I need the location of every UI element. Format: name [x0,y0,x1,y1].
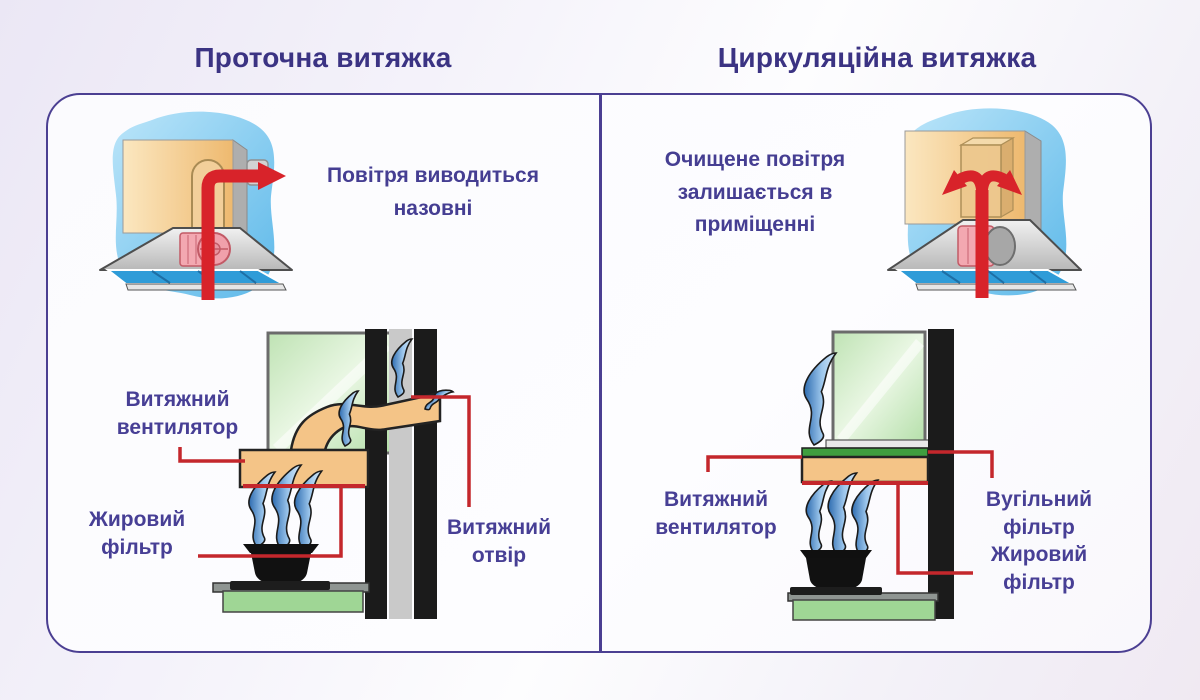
hood-body [800,447,930,484]
callout-lines [706,450,994,575]
exhaust-duct [289,391,442,452]
right-airflow-caption: Очищене повітря залишається в приміщенні [664,148,846,237]
cooking-pot [790,550,882,595]
label-carbon-filter: Вугільний фільтр [985,488,1093,539]
airflow-recirculate-arrow [942,170,1022,298]
wall-section [928,329,954,619]
cooking-pot [230,544,330,590]
left-airflow-caption: Повітря виводиться назовні [327,164,539,220]
ducted-hood-illustration [99,111,293,300]
grease-filter-panel [105,269,287,285]
carbon-callout-line [928,450,994,478]
ducted-kitchen-diagram [178,329,471,619]
callout-lines [178,395,471,558]
right-panel-title: Циркуляційна витяжка [717,42,1037,73]
grease-callout-line [198,488,343,558]
panel-divider [599,95,602,653]
label-exhaust-fan-right: Витяжний вентилятор [655,488,777,539]
label-grease-filter-left: Жировий фільтр [88,508,186,559]
left-panel-title: Проточна витяжка [194,42,452,73]
label-grease-filter-right: Жировий фільтр [990,543,1088,594]
label-exhaust-opening: Витяжний отвір [446,516,551,567]
recirculating-hood-illustration [887,108,1082,298]
recirculating-kitchen-diagram [706,329,994,621]
airflow-out-arrow [201,162,286,300]
opening-callout-line [411,395,471,507]
fan-callout-line [178,447,245,463]
carbon-filter-strip [801,447,929,458]
counter-floor [787,592,939,621]
fan-callout-line [706,455,802,472]
label-exhaust-fan-left: Витяжний вентилятор [116,388,239,439]
grease-callout-line [896,483,973,575]
window [825,330,933,449]
kitchen-wall [122,139,269,241]
